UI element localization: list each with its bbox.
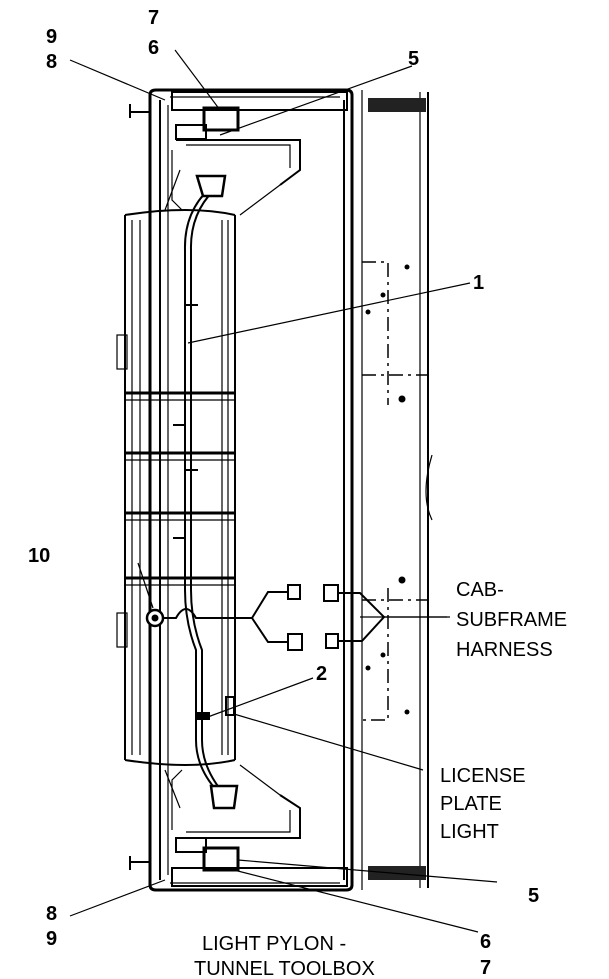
callout-5-bottom: 5 xyxy=(528,885,539,907)
callout-9-top: 9 xyxy=(46,26,57,48)
callout-8-bottom: 8 xyxy=(46,903,57,925)
top-light-bracket xyxy=(164,91,348,216)
license-plate-light xyxy=(225,696,235,716)
license-label-line2: PLATE xyxy=(440,793,502,815)
harness-grommet xyxy=(145,608,232,628)
harness-main-trunk xyxy=(173,174,239,810)
callout-8-top: 8 xyxy=(46,51,57,73)
callout-5-top: 5 xyxy=(408,48,419,70)
bottom-light-bracket xyxy=(164,764,348,887)
cab-label-line3: HARNESS xyxy=(456,639,553,661)
callout-9-bottom: 9 xyxy=(46,928,57,950)
title-line1: LIGHT PYLON - xyxy=(202,933,346,955)
callout-7-bottom: 7 xyxy=(480,957,491,979)
callout-6-bottom: 6 xyxy=(480,931,491,953)
title-line2: TUNNEL TOOLBOX xyxy=(194,958,375,979)
license-plate-light-label: LICENSE PLATE LIGHT xyxy=(440,765,526,843)
cab-label-line1: CAB- xyxy=(456,579,504,601)
license-label-line3: LIGHT xyxy=(440,821,499,843)
diagram-title: LIGHT PYLON - TUNNEL TOOLBOX xyxy=(194,933,375,979)
cab-subframe-harness-label: CAB- SUBFRAME HARNESS xyxy=(456,579,567,661)
callout-numbers: 7 6 9 8 5 1 10 2 8 9 5 6 7 xyxy=(28,7,539,979)
callout-6-top: 6 xyxy=(148,37,159,59)
tunnel-toolbox xyxy=(116,209,236,766)
callout-2: 2 xyxy=(316,663,327,685)
cab-label-line2: SUBFRAME xyxy=(456,609,567,631)
callout-10: 10 xyxy=(28,545,50,567)
callout-1: 1 xyxy=(473,272,484,294)
license-label-line1: LICENSE xyxy=(440,765,526,787)
callout-leaders xyxy=(69,49,498,933)
pylon-frame xyxy=(129,88,354,892)
callout-7-top: 7 xyxy=(148,7,159,29)
harness-branch xyxy=(232,584,303,651)
